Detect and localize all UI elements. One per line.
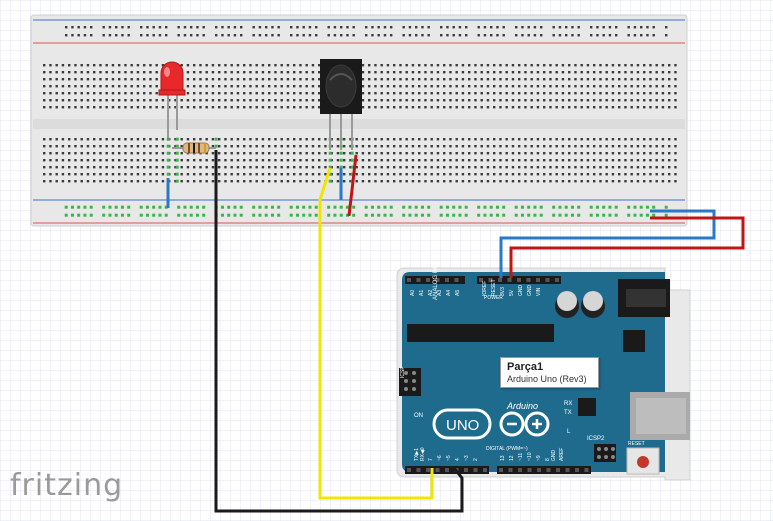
label-reset: RESET [628,441,645,447]
ir-receiver[interactable] [320,59,362,150]
analog-header [405,276,465,284]
wire-red-5v-arduino[interactable] [509,216,745,278]
tooltip-title: Parça1 [507,361,544,373]
uno-logo [432,408,550,440]
label-gnd1: GND [518,285,524,297]
label-icsp: ICSP [400,366,406,378]
label-gnd3: GND [551,450,557,462]
microcontroller-chip [407,324,554,342]
label-icsp2: ICSP2 [587,436,605,442]
arduino-labels: ANALOG IN POWER DIGITAL (PWM=~) ICSP ICS… [400,267,645,461]
digital-pin-label: ~6 [437,455,443,461]
label-l: L [567,429,571,435]
digital-pin-label: ~3 [464,455,470,461]
label-vin: VIN [536,287,542,296]
label-arduino: Arduino [506,401,538,411]
header-pins [404,278,615,472]
label-digital: DIGITAL (PWM=~) [486,446,528,452]
analog-pin-label: A2 [428,290,434,296]
label-rx0: RX◀0 [420,447,426,461]
digital-pin-label: ~5 [446,455,452,461]
analog-pin-label: A0 [410,290,416,296]
label-analog-in: ANALOG IN [433,267,439,300]
label-3v3: 3V3 [500,287,506,296]
label-tx1: TX▶1 [414,448,420,461]
label-reset-pin: RESET [491,279,497,296]
resistor[interactable] [172,142,216,154]
wire-black-signal[interactable] [214,150,464,513]
label-uno: UNO [446,417,479,434]
tooltip-subtitle: Arduino Uno (Rev3) [507,374,587,384]
breadboard-holes [43,26,677,217]
digital-pin-label: 13 [500,455,506,461]
part-tooltip: Parça1 Arduino Uno (Rev3) [500,357,599,388]
digital-pin-label: ~11 [518,453,524,461]
led-red[interactable] [158,61,186,138]
fritzing-logo: fritzing [10,468,124,503]
digital-pin-label: 7 [428,458,434,461]
analog-pin-label: A4 [446,290,452,296]
wire-blue-gnd-arduino[interactable] [499,209,716,278]
digital-pin-label: ~10 [527,452,533,461]
digital-pin-label: 8 [545,458,551,461]
label-gnd2: GND [527,285,533,297]
analog-pin-label: A1 [419,290,425,296]
digital-pin-label: ~9 [536,455,542,461]
label-5v: 5V [509,289,515,296]
label-power: POWER [484,295,503,301]
wire-yellow-signal[interactable] [318,167,434,500]
digital-pin-label: 12 [509,455,515,461]
label-ioref: IOREF [482,281,488,296]
label-on: ON [414,413,423,419]
label-tx: TX [564,410,572,416]
breadboard[interactable] [30,14,688,227]
label-aref: AREF [559,448,565,461]
wire-ir-vcc[interactable] [347,154,358,217]
digital-pin-label: 2 [473,458,479,461]
label-rx: RX [564,401,572,407]
analog-pin-label: A5 [455,290,461,296]
icsp2-header [594,444,616,462]
analog-pin-label: A3 [437,290,443,296]
digital-pin-label: 4 [455,458,461,461]
digital-header-high [497,466,591,474]
